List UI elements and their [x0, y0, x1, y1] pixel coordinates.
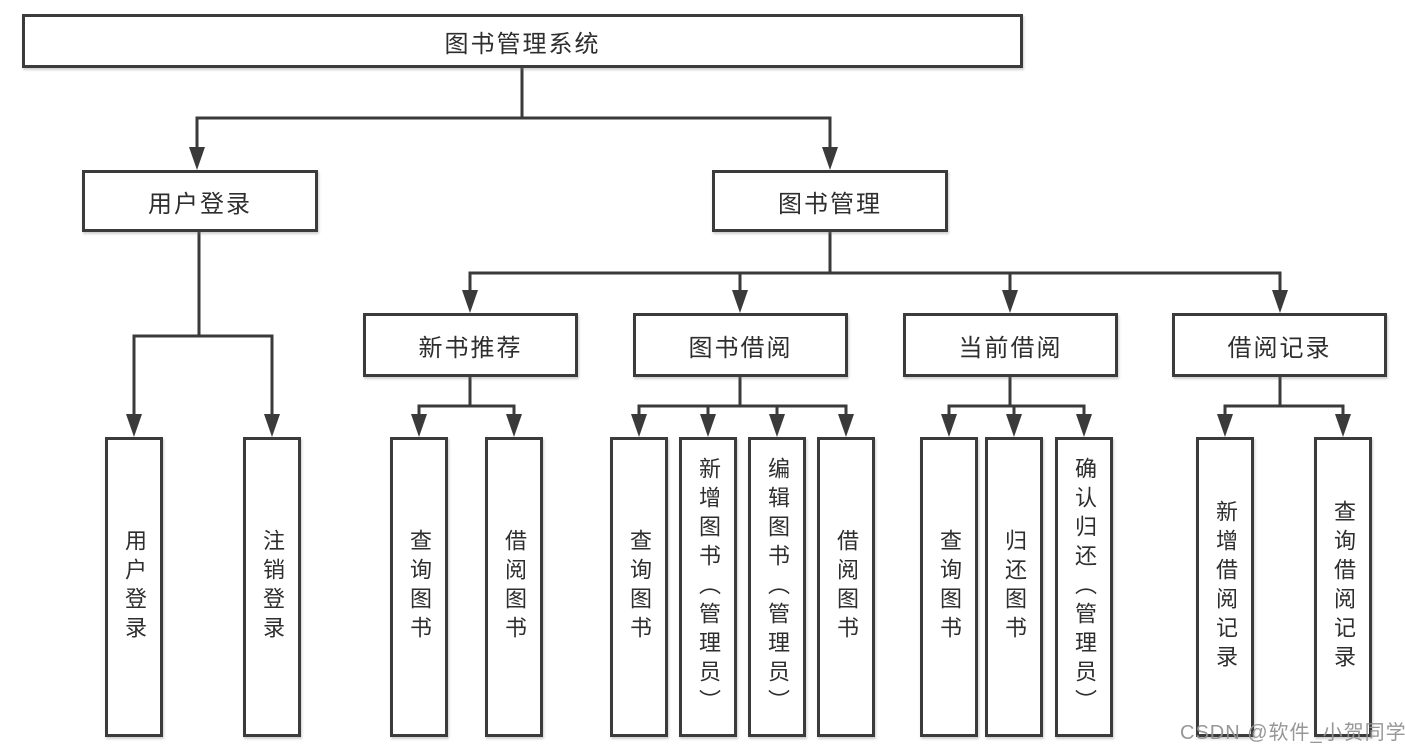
- node-user-login: 用户登录: [82, 170, 318, 232]
- leaf-return-books: 归还图书: [985, 437, 1043, 737]
- arrowheads: [126, 147, 1351, 437]
- arrowhead: [189, 147, 205, 170]
- arrowhead: [1335, 414, 1351, 437]
- arrowhead: [1272, 290, 1288, 313]
- arrowhead: [838, 414, 854, 437]
- node-book-borrowing: 图书借阅: [633, 313, 848, 377]
- leaf-confirm-return-admin: 确认归还（管理员）: [1055, 437, 1113, 737]
- arrowhead: [462, 290, 478, 313]
- arrowhead: [1006, 414, 1022, 437]
- arrowhead: [1076, 414, 1092, 437]
- arrowhead: [126, 414, 142, 437]
- leaf-query-books-recommend: 查询图书: [390, 437, 448, 737]
- arrowhead: [769, 414, 785, 437]
- leaf-logout: 注销登录: [243, 437, 301, 737]
- node-library-management-system: 图书管理系统: [22, 14, 1023, 68]
- node-current-borrowing: 当前借阅: [903, 313, 1118, 377]
- arrowhead: [732, 290, 748, 313]
- leaf-query-books-current: 查询图书: [920, 437, 978, 737]
- csdn-watermark: CSDN @软件_小贺同学: [1180, 722, 1405, 744]
- arrowhead: [941, 414, 957, 437]
- leaf-borrow-books-recommend: 借阅图书: [485, 437, 543, 737]
- tree-edges: [132, 68, 1345, 420]
- node-book-management: 图书管理: [712, 170, 948, 232]
- leaf-add-borrow-record: 新增借阅记录: [1196, 437, 1254, 737]
- arrowhead: [631, 414, 647, 437]
- leaf-add-books-admin: 新增图书（管理员）: [679, 437, 737, 737]
- leaf-user-login: 用户登录: [105, 437, 163, 737]
- arrowhead: [264, 414, 280, 437]
- arrowhead: [822, 147, 838, 170]
- arrowhead: [1217, 414, 1233, 437]
- leaf-query-books-borrowing: 查询图书: [610, 437, 668, 737]
- node-borrowing-records: 借阅记录: [1172, 313, 1387, 377]
- arrowhead: [411, 414, 427, 437]
- node-new-book-recommendation: 新书推荐: [363, 313, 578, 377]
- leaf-borrow-books: 借阅图书: [817, 437, 875, 737]
- arrowhead: [1002, 290, 1018, 313]
- arrowhead: [506, 414, 522, 437]
- leaf-edit-books-admin: 编辑图书（管理员）: [748, 437, 806, 737]
- arrowhead: [700, 414, 716, 437]
- leaf-query-borrow-record: 查询借阅记录: [1314, 437, 1372, 737]
